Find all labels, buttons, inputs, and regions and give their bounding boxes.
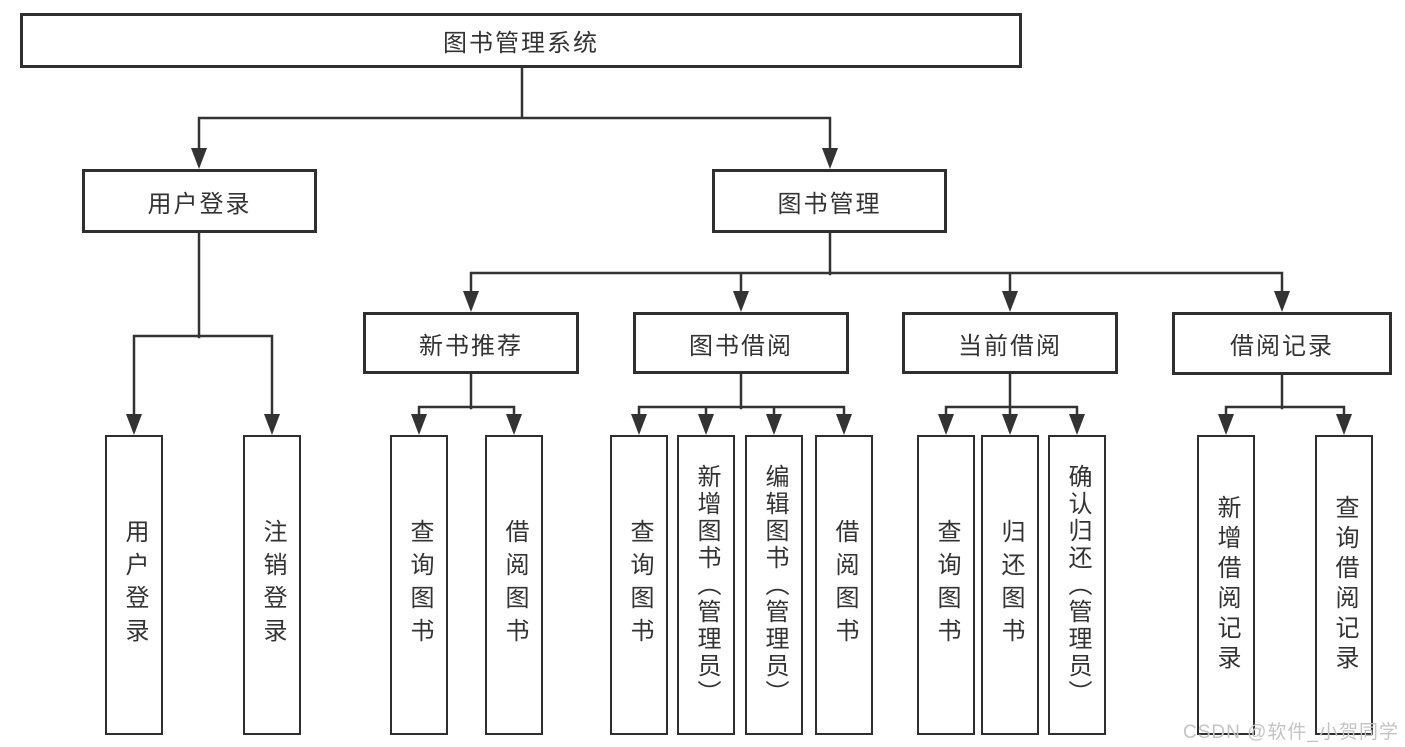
leaf-borrowing-borrow: 借阅图书 <box>815 435 873 735</box>
leaf-newbooks-query: 查询图书 <box>390 435 448 735</box>
node-borrowing-records: 借阅记录 <box>1172 312 1392 375</box>
node-new-books-label: 新书推荐 <box>419 332 523 360</box>
node-user-login-label: 用户登录 <box>147 190 252 218</box>
leaf-records-add: 新增借阅记录 <box>1197 435 1255 735</box>
leaf-user-login: 用户登录 <box>105 435 163 735</box>
node-book-management-label: 图书管理 <box>777 190 882 218</box>
node-root-label: 图书管理系统 <box>443 30 599 57</box>
leaf-borrowing-query-label: 查询图书 <box>626 519 653 651</box>
leaf-borrowing-edit-label: 编辑图书（管理员） <box>761 463 788 707</box>
leaf-newbooks-query-label: 查询图书 <box>406 519 433 651</box>
leaf-current-return-label: 归还图书 <box>997 519 1024 651</box>
leaf-borrowing-query: 查询图书 <box>610 435 668 735</box>
leaf-current-confirm: 确认归还（管理员） <box>1048 435 1106 735</box>
leaf-records-query-label: 查询借阅记录 <box>1331 495 1358 675</box>
node-current-borrowing: 当前借阅 <box>902 312 1118 374</box>
leaf-newbooks-borrow-label: 借阅图书 <box>501 519 528 651</box>
node-book-borrowing-label: 图书借阅 <box>689 332 793 360</box>
node-book-management: 图书管理 <box>712 169 947 233</box>
leaf-logout: 注销登录 <box>243 435 301 735</box>
leaf-current-query: 查询图书 <box>917 435 975 735</box>
node-borrowing-records-label: 借阅记录 <box>1230 333 1334 360</box>
leaf-user-login-label: 用户登录 <box>121 519 148 651</box>
leaf-borrowing-add-label: 新增图书（管理员） <box>693 463 720 707</box>
leaf-logout-label: 注销登录 <box>259 519 286 651</box>
leaf-current-query-label: 查询图书 <box>933 519 960 651</box>
leaf-current-confirm-label: 确认归还（管理员） <box>1064 463 1091 707</box>
csdn-watermark: CSDN @软件_小贺同学 <box>1183 722 1399 743</box>
leaf-current-return: 归还图书 <box>981 435 1039 735</box>
node-user-login: 用户登录 <box>82 169 317 233</box>
node-book-borrowing: 图书借阅 <box>633 312 849 374</box>
leaf-borrowing-borrow-label: 借阅图书 <box>831 519 858 651</box>
node-new-books: 新书推荐 <box>363 312 579 374</box>
leaf-borrowing-edit: 编辑图书（管理员） <box>745 435 803 735</box>
node-root: 图书管理系统 <box>20 13 1022 68</box>
leaf-records-add-label: 新增借阅记录 <box>1213 495 1240 675</box>
leaf-newbooks-borrow: 借阅图书 <box>485 435 543 735</box>
leaf-borrowing-add: 新增图书（管理员） <box>677 435 735 735</box>
leaf-records-query: 查询借阅记录 <box>1315 435 1373 735</box>
node-current-borrowing-label: 当前借阅 <box>958 332 1062 360</box>
